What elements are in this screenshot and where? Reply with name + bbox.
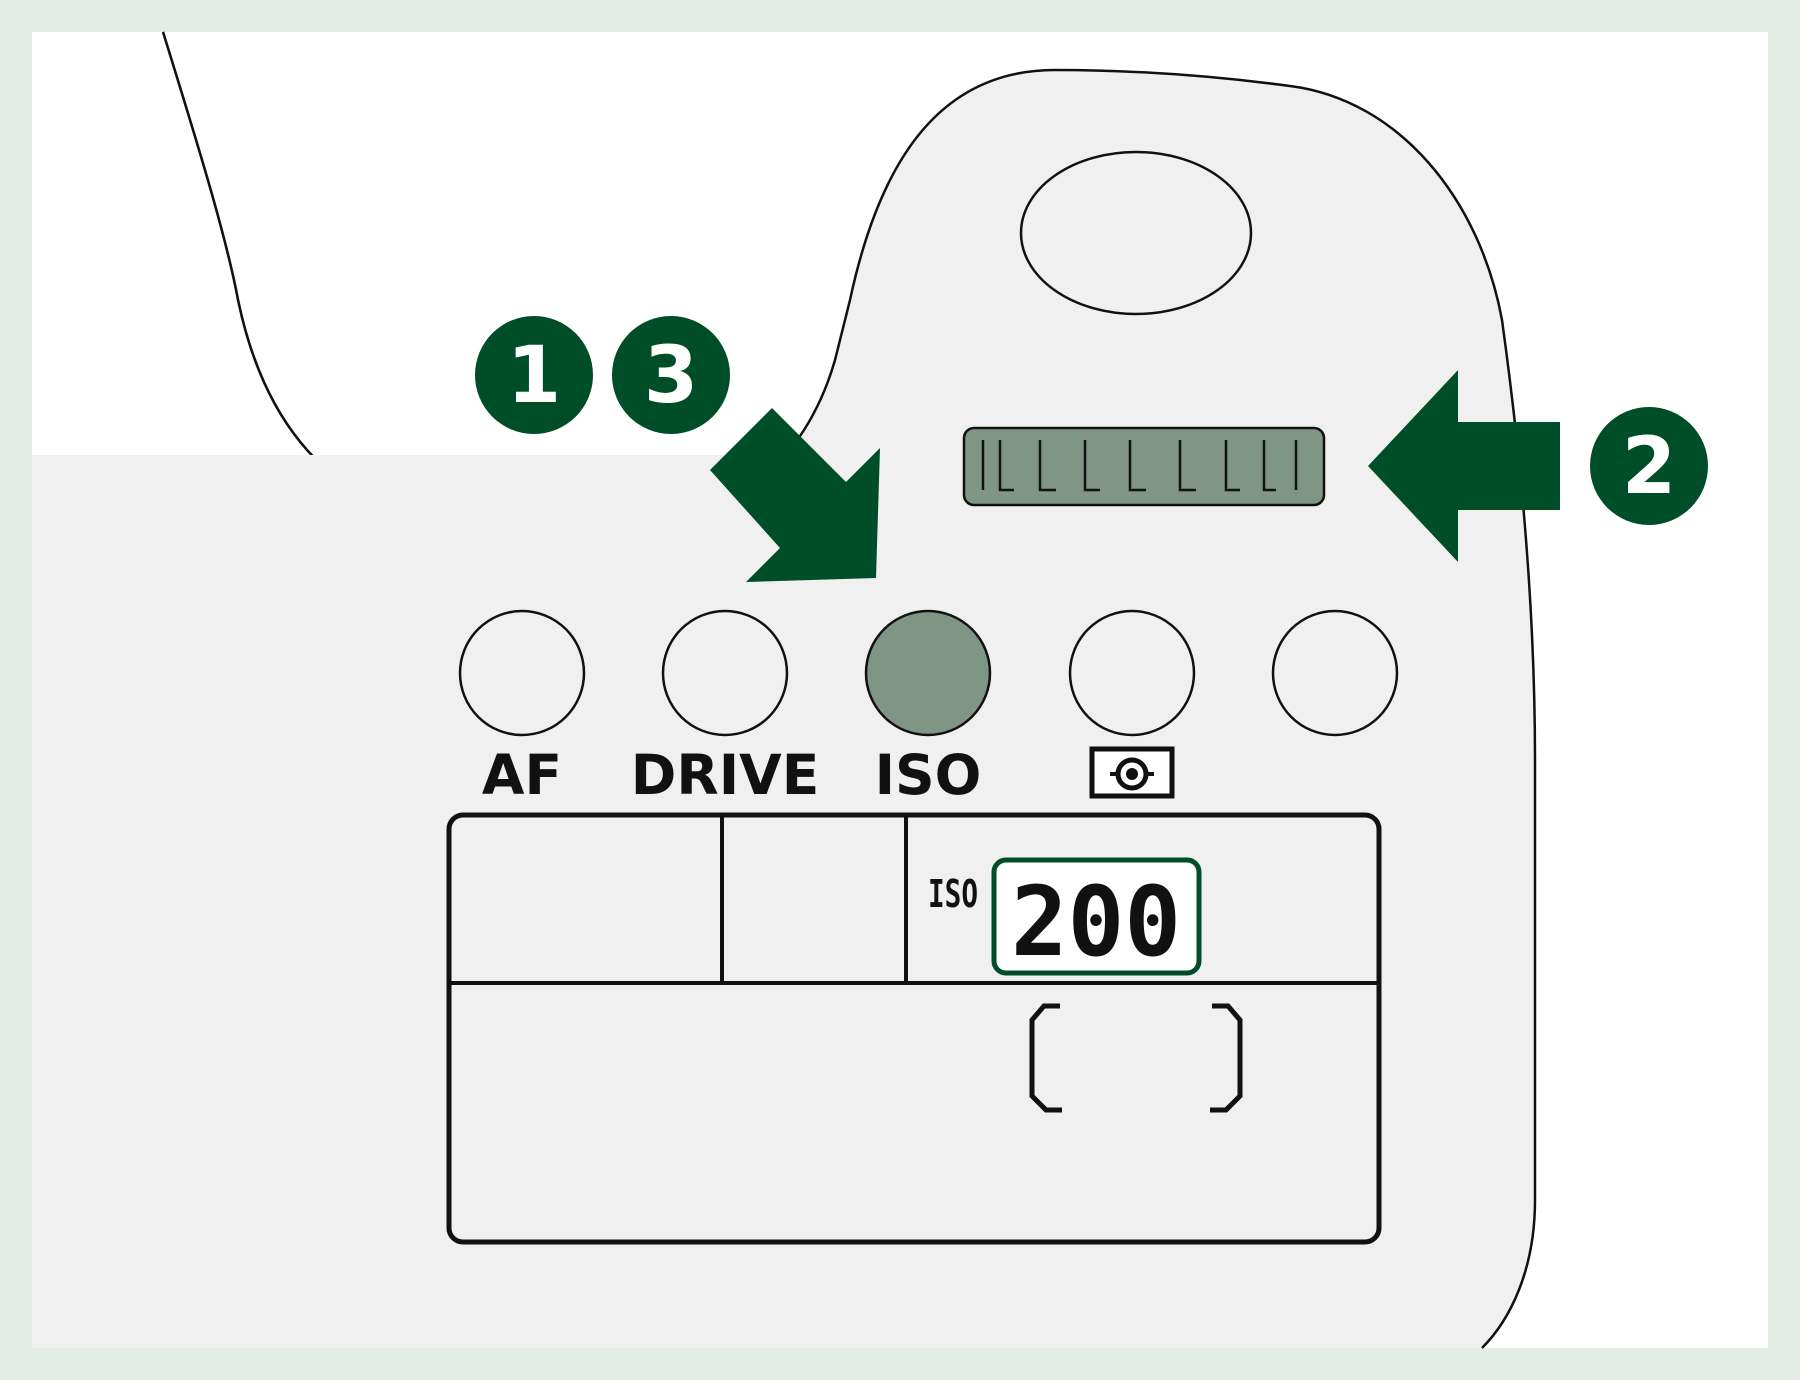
- af-area-bracket-right: [1210, 1003, 1243, 1113]
- af-button[interactable]: [458, 609, 586, 737]
- callout-badge-1: 1: [475, 316, 593, 434]
- dial-ridges: [981, 440, 1298, 492]
- callout-2-label: 2: [1622, 422, 1676, 512]
- body-left-cover: [32, 32, 790, 525]
- lcd-panel: ISO 200: [446, 812, 1382, 1245]
- iso-button-label: ISO: [875, 743, 982, 807]
- shutter-button[interactable]: [1019, 150, 1253, 316]
- callout-1-label: 1: [507, 331, 561, 421]
- iso-value-highlight: [991, 857, 1202, 976]
- metering-button[interactable]: [1068, 609, 1196, 737]
- lcd-iso-value: 200: [1011, 866, 1181, 978]
- main-dial[interactable]: [962, 426, 1326, 507]
- drive-button[interactable]: [661, 609, 789, 737]
- metering-mode-icon: [1089, 746, 1175, 799]
- lcd-iso-label: ISO: [928, 872, 978, 916]
- extra-button[interactable]: [1271, 609, 1399, 737]
- callout-badge-2: 2: [1590, 407, 1708, 525]
- arrow-down-right-icon: [710, 408, 880, 582]
- af-area-bracket-left: [1029, 1003, 1062, 1113]
- arrow-left-icon: [1368, 370, 1560, 562]
- iso-button[interactable]: [864, 609, 992, 737]
- callout-3-label: 3: [644, 331, 698, 421]
- callout-badge-3: 3: [612, 316, 730, 434]
- af-button-label: AF: [482, 743, 562, 807]
- drive-button-label: DRIVE: [631, 743, 820, 807]
